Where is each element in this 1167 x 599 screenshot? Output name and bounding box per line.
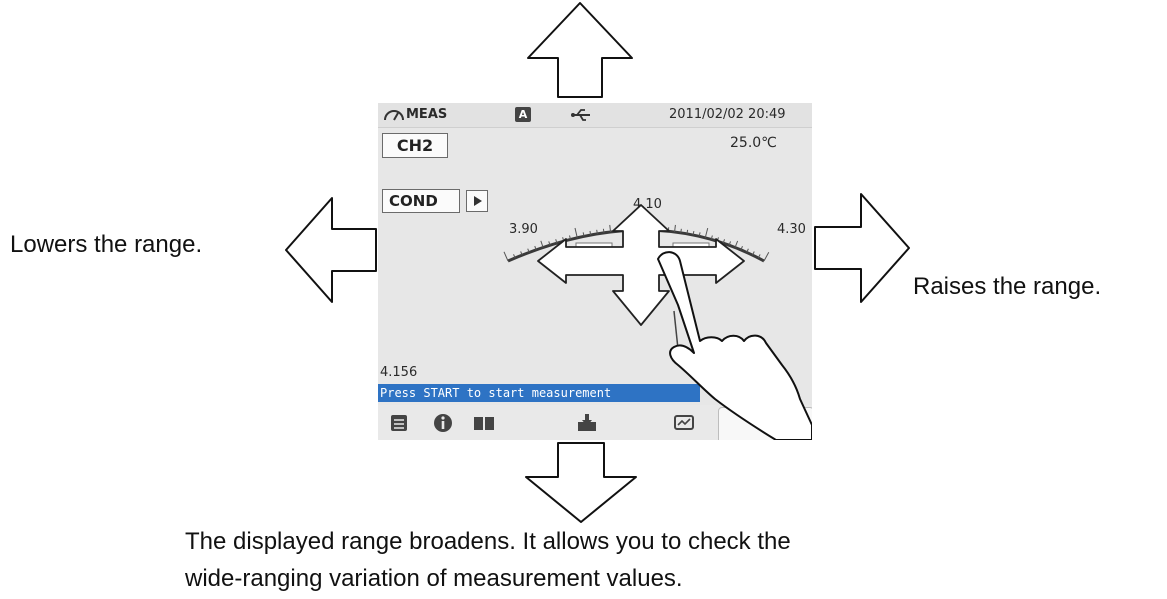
gauge-tick bbox=[746, 248, 749, 253]
usb-icon bbox=[571, 109, 590, 121]
gauge-tick bbox=[763, 251, 770, 262]
gauge-tick bbox=[609, 224, 612, 232]
gauge-tick bbox=[710, 235, 713, 240]
gauge-tick bbox=[582, 232, 585, 237]
gauge-tick bbox=[513, 254, 516, 259]
right-arrow-icon bbox=[814, 193, 910, 303]
measurement-reading: 4.156 bbox=[380, 365, 418, 380]
gauge-tick bbox=[602, 228, 605, 233]
left-arrow-icon bbox=[285, 197, 377, 303]
hand-icon bbox=[657, 251, 812, 440]
gauge-tick bbox=[734, 240, 739, 248]
gauge-tick bbox=[680, 228, 682, 233]
gauge-tick bbox=[757, 254, 761, 259]
gauge-tick bbox=[692, 230, 695, 236]
gauge-tick bbox=[555, 239, 558, 244]
gauge-tick bbox=[589, 230, 592, 236]
raises-range-caption: Raises the range. bbox=[913, 273, 1102, 300]
mode-label: MEAS bbox=[406, 107, 448, 122]
up-arrow-icon bbox=[527, 2, 633, 98]
status-bar: MEAS A 2011/02/02 20:49 bbox=[378, 103, 812, 128]
gauge-tick bbox=[569, 235, 571, 240]
mode-next-button[interactable] bbox=[466, 190, 488, 212]
gauge-tick bbox=[686, 229, 689, 234]
device-screen[interactable]: MEAS A 2011/02/02 20:49 CH2 25.0℃ COND 3… bbox=[378, 103, 812, 440]
scale-max-label: 4.30 bbox=[777, 222, 806, 237]
monitor-icon[interactable] bbox=[672, 412, 696, 434]
measurement-mode-button[interactable]: COND bbox=[382, 189, 460, 213]
lowers-range-caption: Lowers the range. bbox=[10, 231, 203, 258]
gauge-needle bbox=[673, 310, 679, 350]
info-icon[interactable] bbox=[432, 412, 454, 434]
gauge-tick bbox=[674, 224, 676, 232]
temperature-readout: 25.0℃ bbox=[730, 135, 777, 151]
broadens-range-caption-line2: wide-ranging variation of measurement va… bbox=[185, 565, 683, 592]
gauge-tick bbox=[740, 245, 743, 251]
channel-button[interactable]: CH2 bbox=[382, 133, 448, 158]
gauge-tick bbox=[534, 245, 537, 251]
four-way-arrow-icon bbox=[537, 204, 745, 326]
gauge-tick bbox=[722, 239, 726, 244]
book-icon[interactable] bbox=[472, 412, 496, 434]
save-icon[interactable] bbox=[575, 412, 599, 434]
data-list-icon[interactable] bbox=[388, 412, 410, 434]
gauge-tick bbox=[728, 241, 732, 246]
gauge-tick bbox=[527, 248, 530, 253]
gauge-tick bbox=[548, 241, 551, 246]
gauge-tick bbox=[698, 232, 701, 237]
touch-gesture-overlay bbox=[537, 204, 812, 440]
gauge-tick bbox=[752, 251, 755, 256]
auto-badge: A bbox=[515, 107, 531, 122]
play-icon bbox=[474, 196, 482, 206]
gauge-tick bbox=[704, 227, 709, 238]
gauge-tick bbox=[574, 227, 578, 238]
gauge-tick bbox=[520, 251, 523, 256]
datetime: 2011/02/02 20:49 bbox=[669, 107, 786, 122]
gauge-icon bbox=[384, 110, 404, 121]
broadens-range-caption-line1: The displayed range broadens. It allows … bbox=[185, 528, 791, 555]
down-arrow-icon bbox=[525, 442, 637, 523]
gauge-tick bbox=[503, 251, 509, 262]
status-message: Press START to start measurement bbox=[378, 384, 700, 402]
scale-min-label: 3.90 bbox=[509, 222, 538, 237]
gauge-tick bbox=[596, 229, 598, 234]
gauge-tick bbox=[540, 240, 544, 248]
